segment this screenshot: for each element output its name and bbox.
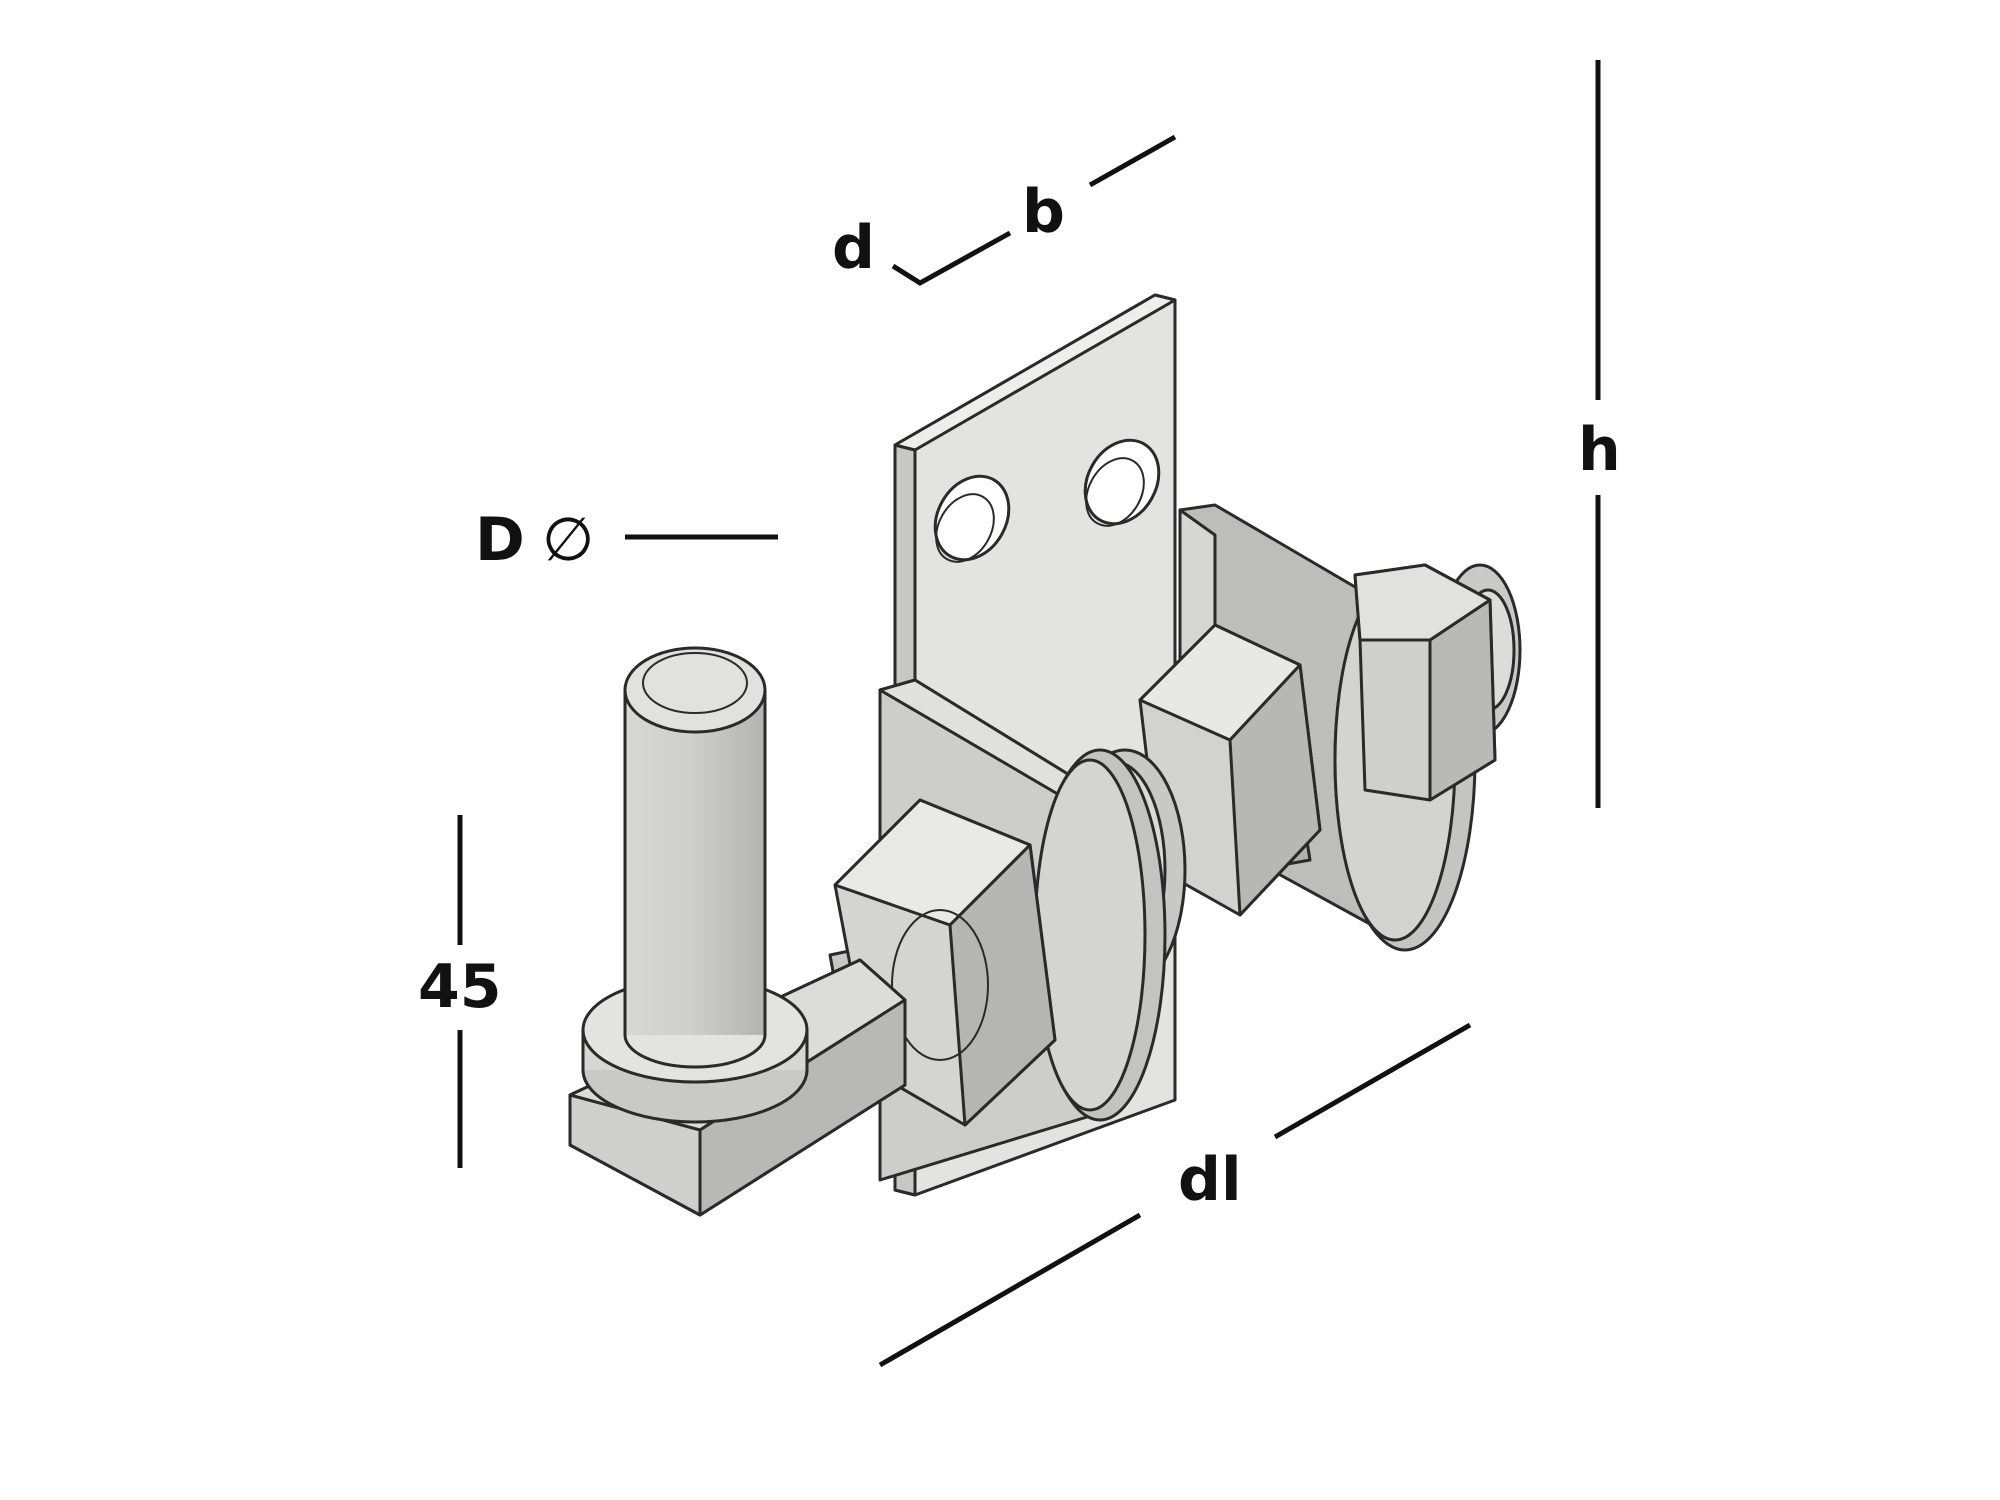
nut-middle [1138, 623, 1322, 917]
label-d: d [832, 213, 875, 283]
front-washer [1033, 748, 1167, 1122]
label-b: b [1022, 177, 1065, 247]
dimension-line-dl-lower [878, 1212, 1142, 1368]
dimension-diameter: D ∅ [475, 505, 778, 575]
dimension-line-d [891, 230, 1012, 286]
hinge-pin [623, 646, 767, 1069]
diameter-symbol: ∅ [542, 505, 594, 575]
dimension-dl: dl [878, 1022, 1472, 1368]
label-D: D [475, 505, 525, 575]
label-45: 45 [418, 952, 502, 1022]
label-dl: dl [1178, 1145, 1242, 1215]
label-h: h [1578, 415, 1621, 485]
dimension-line-dl-upper [1273, 1022, 1472, 1140]
mounting-hole-left [933, 474, 1011, 563]
hinge-part [568, 293, 1522, 1217]
dimension-b: b [1022, 134, 1177, 247]
rear-bolt-end [1353, 563, 1522, 802]
dimension-line-b [1088, 134, 1177, 188]
dimension-d: d [832, 213, 1012, 286]
dimension-45: 45 [418, 815, 502, 1168]
dimension-h: h [1578, 60, 1621, 808]
mounting-hole-right [1083, 438, 1161, 527]
